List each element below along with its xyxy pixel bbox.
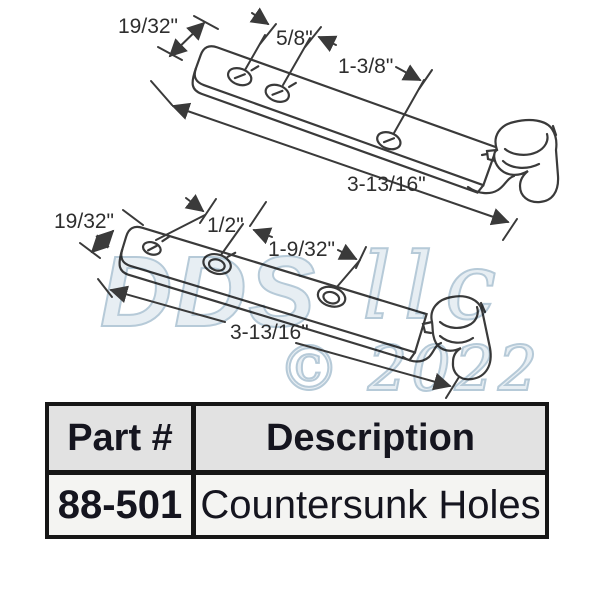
top-bracket-spacing2-label: 1-3/8" xyxy=(338,55,393,78)
description-value: Countersunk Holes xyxy=(196,475,545,535)
bottom-bracket-spacing2-label: 1-9/32" xyxy=(268,238,335,261)
description-header: Description xyxy=(196,406,545,470)
bottom-bracket-length-label: 3-13/16" xyxy=(230,321,309,344)
watermark-text-copyright: © 2022 xyxy=(278,332,542,405)
part-number-value: 88-501 xyxy=(49,475,191,535)
bottom-bracket-width-label: 19/32" xyxy=(54,210,114,233)
watermark-text-dds: DDS xyxy=(100,236,317,348)
bottom-bracket-holes xyxy=(141,235,347,308)
parts-table: Part # Description 88-501 Countersunk Ho… xyxy=(45,402,549,539)
top-bracket-width-label: 19/32" xyxy=(118,15,178,38)
top-bracket-spacing1-label: 5/8" xyxy=(276,27,313,50)
bottom-bracket-spacing1-label: 1/2" xyxy=(207,214,244,237)
bottom-bracket-drawing xyxy=(118,225,492,381)
top-bracket-dimensions xyxy=(150,7,518,241)
watermark-text-llc: llc xyxy=(362,233,508,340)
top-bracket-length-label: 3-13/16" xyxy=(347,173,426,196)
part-number-header: Part # xyxy=(49,406,191,470)
bottom-bracket-dimensions xyxy=(79,194,460,399)
bottom-bracket-hook xyxy=(401,295,492,381)
watermark: DDS llc © 2022 xyxy=(99,232,542,406)
